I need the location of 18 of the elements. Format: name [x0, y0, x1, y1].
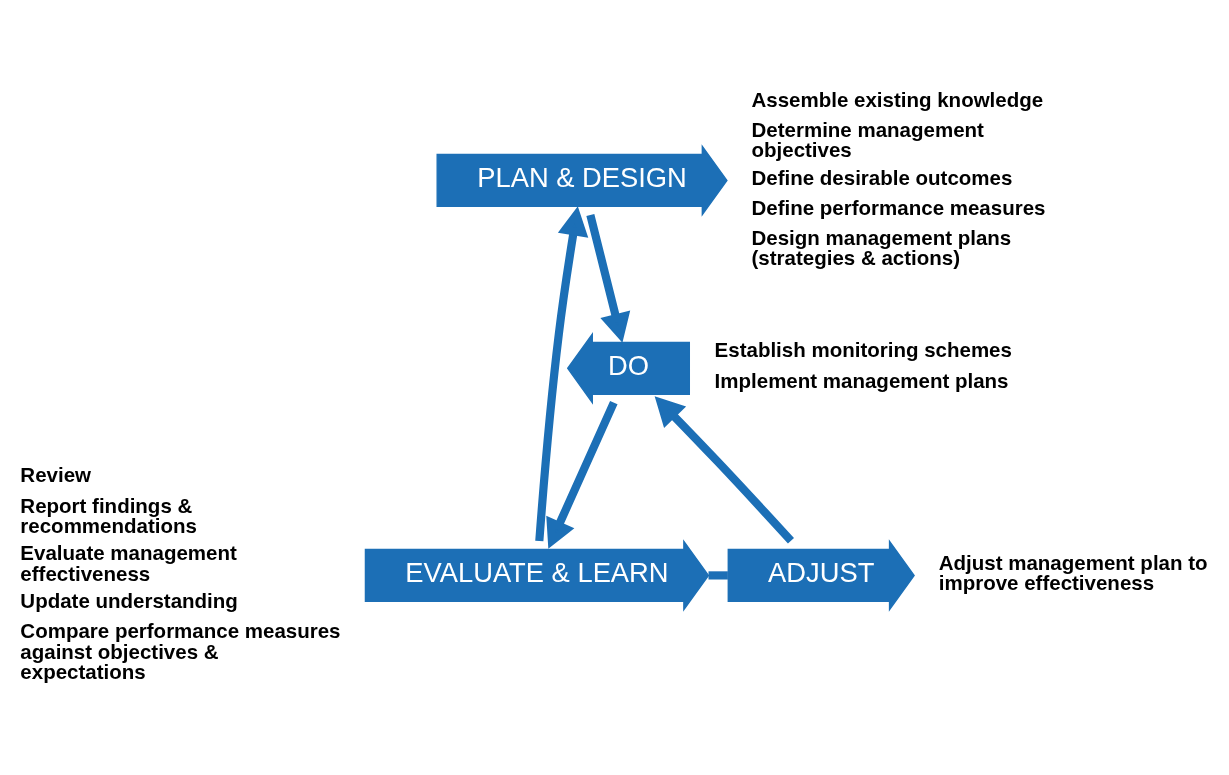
- arrow: [535, 206, 589, 542]
- node-label: Update understanding: [20, 589, 238, 613]
- arrow: [586, 213, 631, 343]
- node-label: Review: [20, 463, 91, 487]
- node-label: Implement management plans: [714, 368, 1009, 392]
- node-label: Define desirable outcomes: [751, 165, 1013, 189]
- node-label: Determine management objectives: [751, 117, 984, 162]
- connector: [708, 571, 728, 580]
- arrow: [546, 400, 618, 549]
- node-label: Report findings & recommendations: [20, 493, 197, 538]
- node-label: Adjust management plan to improve effectiveness: [938, 550, 1208, 595]
- node-label: Design management plans (strategies & actions): [751, 225, 1012, 270]
- node-label: Define performance measures: [751, 195, 1046, 219]
- node-label: Assemble existing knowledge: [751, 87, 1044, 111]
- arrow: [654, 396, 794, 544]
- node-label: Evaluate management effectiveness: [20, 541, 237, 585]
- node-label: Establish monitoring schemes: [714, 338, 1012, 362]
- node-label: Compare performance measures against objectives & expectations: [20, 619, 341, 684]
